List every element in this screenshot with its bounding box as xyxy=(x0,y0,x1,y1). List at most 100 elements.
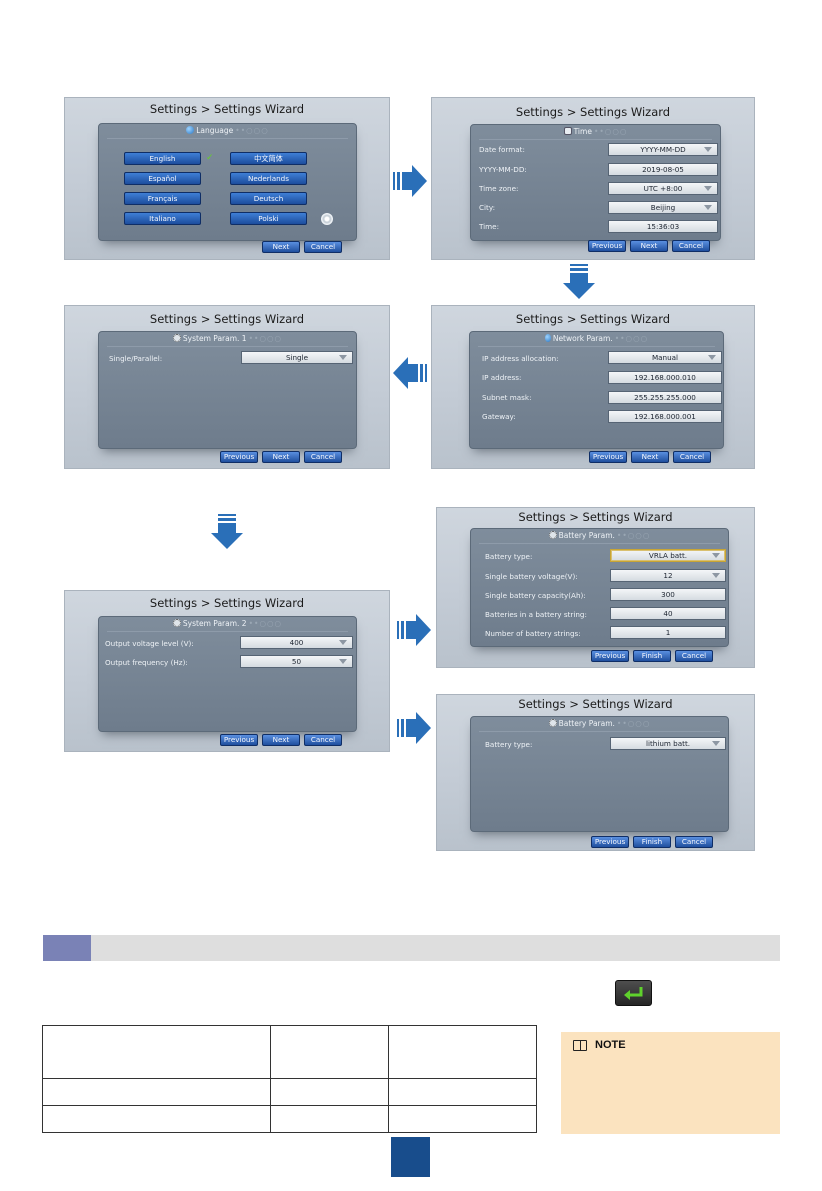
ip-allocation-label: IP address allocation: xyxy=(482,354,559,363)
section-tag xyxy=(43,935,91,961)
time-input[interactable]: 15:36:03 xyxy=(608,220,718,233)
batteries-in-string-input[interactable]: 40 xyxy=(610,607,726,620)
previous-button[interactable]: Previous xyxy=(591,650,629,662)
single-battery-capacity-input[interactable]: 300 xyxy=(610,588,726,601)
language-option-dutch[interactable]: Nederlands xyxy=(230,172,307,185)
chevron-down-icon xyxy=(712,573,720,578)
wifi-icon xyxy=(321,213,333,225)
system-param-2-screen: Settings > Settings Wizard System Param.… xyxy=(64,590,390,752)
cancel-button[interactable]: Cancel xyxy=(675,836,713,848)
previous-button[interactable]: Previous xyxy=(589,451,627,463)
ip-address-input[interactable]: 192.168.000.010 xyxy=(608,371,722,384)
gear-icon xyxy=(172,619,181,627)
language-option-polish[interactable]: Polski xyxy=(230,212,307,225)
chevron-down-icon xyxy=(708,355,716,360)
gateway-input[interactable]: 192.168.000.001 xyxy=(608,410,722,423)
subnet-mask-label: Subnet mask: xyxy=(482,393,532,402)
page-number-badge xyxy=(391,1137,430,1177)
system-param-1-screen: Settings > Settings Wizard System Param.… xyxy=(64,305,390,469)
battery-param-vrla-panel: Battery Param.••○○○ Battery type: VRLA b… xyxy=(470,528,729,647)
output-frequency-label: Output frequency (Hz): xyxy=(105,658,188,667)
chevron-down-icon xyxy=(339,355,347,360)
next-button[interactable]: Next xyxy=(630,240,668,252)
next-button[interactable]: Next xyxy=(262,734,300,746)
battery-type-dropdown[interactable]: VRLA batt. xyxy=(610,549,726,562)
output-voltage-dropdown[interactable]: 400 xyxy=(240,636,353,649)
language-option-english[interactable]: English xyxy=(124,152,201,165)
cancel-button[interactable]: Cancel xyxy=(673,451,711,463)
language-option-french[interactable]: Français xyxy=(124,192,201,205)
language-option-chinese[interactable]: 中文简体 xyxy=(230,152,307,165)
output-voltage-label: Output voltage level (V): xyxy=(105,639,194,648)
panel-header: Battery Param.••○○○ xyxy=(471,719,728,731)
screen-title: Settings > Settings Wizard xyxy=(515,105,671,119)
screen-title: Settings > Settings Wizard xyxy=(515,312,671,326)
enter-key-icon xyxy=(615,980,652,1006)
ip-allocation-dropdown[interactable]: Manual xyxy=(608,351,722,364)
panel-header: System Param. 1••○○○ xyxy=(99,334,356,346)
number-of-strings-label: Number of battery strings: xyxy=(485,629,581,638)
output-frequency-dropdown[interactable]: 50 xyxy=(240,655,353,668)
single-battery-voltage-dropdown[interactable]: 12 xyxy=(610,569,726,582)
system-param-2-panel: System Param. 2••○○○ Output voltage leve… xyxy=(98,616,357,732)
battery-param-lithium-screen: Settings > Settings Wizard Battery Param… xyxy=(436,694,755,851)
single-parallel-label: Single/Parallel: xyxy=(109,354,163,363)
cancel-button[interactable]: Cancel xyxy=(672,240,710,252)
screen-title: Settings > Settings Wizard xyxy=(518,510,673,524)
finish-button[interactable]: Finish xyxy=(633,836,671,848)
previous-button[interactable]: Previous xyxy=(588,240,626,252)
subnet-mask-input[interactable]: 255.255.255.000 xyxy=(608,391,722,404)
gear-icon xyxy=(172,334,181,342)
chevron-down-icon xyxy=(339,659,347,664)
time-screen: Settings > Settings Wizard Time••○○○ Dat… xyxy=(431,97,755,260)
language-option-german[interactable]: Deutsch xyxy=(230,192,307,205)
number-of-strings-input[interactable]: 1 xyxy=(610,626,726,639)
network-param-panel: Network Param.••○○○ IP address allocatio… xyxy=(469,331,724,449)
settings-table xyxy=(42,1025,537,1133)
previous-button[interactable]: Previous xyxy=(220,451,258,463)
checkmark-icon: ✓ xyxy=(206,152,214,162)
date-format-label: Date format: xyxy=(479,145,525,154)
previous-button[interactable]: Previous xyxy=(591,836,629,848)
next-button[interactable]: Next xyxy=(262,241,300,253)
time-zone-dropdown[interactable]: UTC +8:00 xyxy=(608,182,718,195)
cancel-button[interactable]: Cancel xyxy=(675,650,713,662)
globe-icon xyxy=(186,126,195,134)
screen-title: Settings > Settings Wizard xyxy=(149,596,305,610)
cancel-button[interactable]: Cancel xyxy=(304,241,342,253)
next-button[interactable]: Next xyxy=(631,451,669,463)
single-battery-voltage-label: Single battery voltage(V): xyxy=(485,572,578,581)
battery-type-dropdown[interactable]: lithium batt. xyxy=(610,737,726,750)
city-dropdown[interactable]: Beijing xyxy=(608,201,718,214)
panel-header: Time••○○○ xyxy=(471,127,720,139)
arrow-left-icon xyxy=(393,357,427,389)
chevron-down-icon xyxy=(712,741,720,746)
single-parallel-dropdown[interactable]: Single xyxy=(241,351,353,364)
gateway-label: Gateway: xyxy=(482,412,516,421)
finish-button[interactable]: Finish xyxy=(633,650,671,662)
network-icon xyxy=(544,334,551,342)
chevron-down-icon xyxy=(704,186,712,191)
date-format-dropdown[interactable]: YYYY-MM-DD xyxy=(608,143,718,156)
chevron-down-icon xyxy=(339,640,347,645)
chevron-down-icon xyxy=(712,553,720,558)
arrow-down-icon xyxy=(563,264,595,299)
screen-title: Settings > Settings Wizard xyxy=(149,312,305,326)
chevron-down-icon xyxy=(704,147,712,152)
screen-title: Settings > Settings Wizard xyxy=(149,102,305,116)
date-input[interactable]: 2019-08-05 xyxy=(608,163,718,176)
language-option-italian[interactable]: Italiano xyxy=(124,212,201,225)
time-zone-label: Time zone: xyxy=(479,184,519,193)
language-option-spanish[interactable]: Español xyxy=(124,172,201,185)
next-button[interactable]: Next xyxy=(262,451,300,463)
arrow-down-icon xyxy=(211,514,243,549)
battery-param-vrla-screen: Settings > Settings Wizard Battery Param… xyxy=(436,507,755,668)
panel-header: System Param. 2••○○○ xyxy=(99,619,356,631)
panel-header: Language••○○○ xyxy=(99,126,356,138)
previous-button[interactable]: Previous xyxy=(220,734,258,746)
cancel-button[interactable]: Cancel xyxy=(304,734,342,746)
clock-icon xyxy=(563,127,572,135)
cancel-button[interactable]: Cancel xyxy=(304,451,342,463)
gear-icon xyxy=(548,719,557,727)
arrow-right-icon xyxy=(393,165,427,197)
